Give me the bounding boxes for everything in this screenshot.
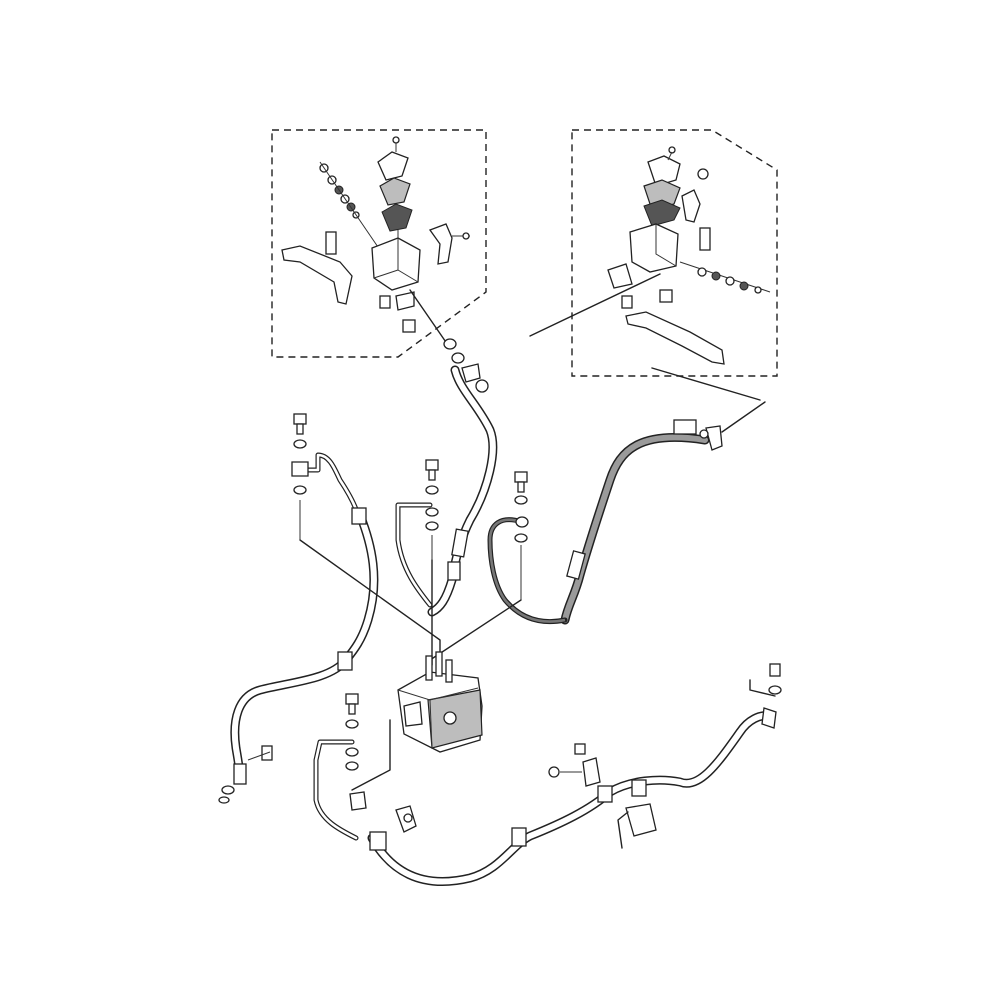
right-piston-kit [679, 261, 771, 294]
left-caliper-fitting [233, 763, 247, 785]
rear-hose-clamp-2 [631, 779, 647, 797]
lower-center-pipe [313, 693, 367, 841]
diaphragm [381, 203, 413, 232]
cap-screw [392, 136, 400, 144]
union-bolt-upper [475, 379, 489, 393]
brake-switch [395, 291, 415, 311]
rear-bracket [625, 803, 657, 837]
switch-screw [379, 295, 391, 309]
reservoir-cap [377, 151, 409, 181]
left-brake-lever [281, 245, 353, 305]
metal-pipe-to-abs [487, 516, 568, 625]
left-hose-fitting [351, 507, 367, 525]
abs-hydraulic-unit [397, 651, 483, 753]
right-screw [697, 168, 709, 180]
left-hose-clamp [337, 651, 353, 671]
right-switch [607, 263, 633, 289]
banjo-upper [461, 363, 481, 383]
right-master-cylinder-inset [529, 129, 778, 401]
reservoir-plate [379, 177, 411, 206]
right-clamp [681, 189, 701, 223]
rear-caliper-fitting [761, 707, 777, 729]
lever-pivot-bolt [325, 231, 337, 255]
left-caliper-washer [221, 785, 235, 795]
hose-joint-right [566, 550, 586, 580]
right-brake-lever [625, 311, 725, 365]
hose-collar-center [447, 561, 461, 581]
right-upper-hose [560, 401, 766, 625]
left-inset-frame [271, 129, 487, 358]
center-upper-hose [427, 338, 498, 617]
pipe-clip [349, 791, 367, 811]
right-bolt-stack [514, 471, 528, 600]
right-pivot-bolt [699, 227, 711, 251]
banjo-bolt-left [402, 319, 416, 333]
rear-brake-hose [367, 663, 782, 886]
rear-hose-joint [511, 827, 527, 847]
center-thin-pipe [395, 459, 439, 608]
rear-hose-fitting-front [369, 831, 387, 851]
rear-clamp-assembly [548, 743, 657, 849]
hose-end-right [705, 425, 723, 451]
washer-upper-2 [451, 352, 465, 364]
handlebar-clamp [428, 223, 453, 265]
piston-kit [319, 161, 381, 251]
right-switch-screw [621, 295, 633, 309]
hose-joint-center [451, 528, 469, 558]
right-banjo-bolt [659, 289, 673, 303]
right-diaphragm [643, 199, 681, 227]
right-master-cylinder-body [629, 223, 679, 273]
left-master-cylinder-inset [271, 129, 487, 358]
left-master-cylinder-body [371, 237, 421, 291]
left-bolt-stack [291, 413, 309, 540]
washer-upper [443, 338, 457, 350]
pipe-end-fitting [515, 516, 529, 528]
banjo-fitting-right [673, 419, 697, 435]
rear-hose-clamp-1 [597, 785, 613, 803]
